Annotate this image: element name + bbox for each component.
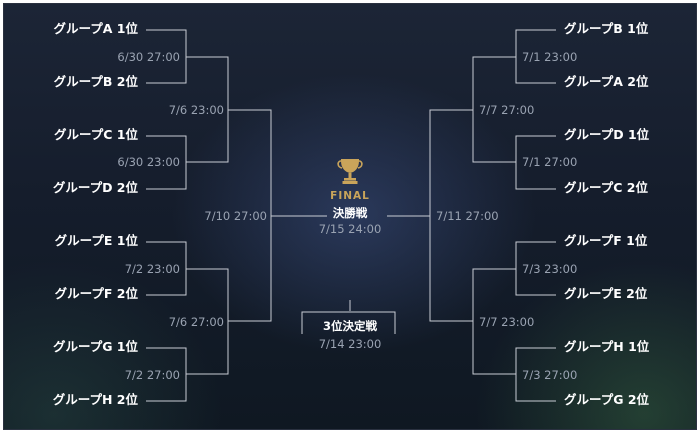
left-r16-date-3: 7/2 23:00 [124, 262, 180, 276]
left-qf-date-1: 7/6 23:00 [168, 103, 224, 117]
third-place-bracket [301, 311, 396, 334]
bracket-lines [146, 29, 556, 402]
right-r16-date-4: 7/3 27:00 [522, 368, 578, 382]
right-team-7[interactable]: グループH 1位 [564, 339, 650, 354]
left-team-8[interactable]: グループH 2位 [52, 392, 138, 407]
left-team-6[interactable]: グループF 2位 [54, 286, 138, 301]
trophy-icon [337, 159, 363, 184]
right-qf-date-1: 7/7 27:00 [479, 103, 535, 117]
left-team-2[interactable]: グループB 2位 [53, 74, 138, 89]
right-team-3[interactable]: グループD 1位 [564, 127, 650, 142]
left-team-5[interactable]: グループE 1位 [54, 233, 138, 248]
left-r16-date-2: 6/30 23:00 [117, 155, 180, 169]
right-team-8[interactable]: グループG 2位 [564, 392, 650, 407]
right-r16-date-1: 7/1 23:00 [522, 50, 578, 64]
left-sf-date: 7/10 27:00 [204, 209, 267, 223]
third-place-block[interactable]: 3位決定戦 7/14 23:00 [280, 318, 420, 351]
left-team-4[interactable]: グループD 2位 [52, 180, 138, 195]
right-team-5[interactable]: グループF 1位 [564, 233, 648, 248]
left-r16-date-1: 6/30 27:00 [117, 50, 180, 64]
left-team-1[interactable]: グループA 1位 [53, 21, 138, 36]
left-r16-date-4: 7/2 27:00 [124, 368, 180, 382]
third-place-title: 3位決定戦 [322, 319, 377, 333]
right-sf-date: 7/11 27:00 [436, 209, 499, 223]
final-block[interactable]: FINAL 決勝戦 7/15 24:00 [280, 190, 420, 236]
right-team-6[interactable]: グループE 2位 [564, 286, 648, 301]
third-place-date: 7/14 23:00 [318, 337, 382, 351]
right-qf-date-2: 7/7 23:00 [479, 315, 535, 329]
right-team-2[interactable]: グループA 2位 [564, 74, 649, 89]
bracket-panel: グループA 1位 グループB 2位 グループC 1位 グループD 2位 グループ… [3, 3, 697, 430]
right-team-4[interactable]: グループC 2位 [564, 180, 648, 195]
right-team-1[interactable]: グループB 1位 [564, 21, 649, 36]
final-date: 7/15 24:00 [318, 222, 382, 236]
final-title: 決勝戦 [332, 206, 368, 220]
right-r16-date-3: 7/3 23:00 [522, 262, 578, 276]
final-label: FINAL [330, 190, 370, 202]
right-r16-date-2: 7/1 27:00 [522, 155, 578, 169]
left-team-3[interactable]: グループC 1位 [54, 127, 138, 142]
left-qf-date-2: 7/6 27:00 [168, 315, 224, 329]
left-team-7[interactable]: グループG 1位 [52, 339, 138, 354]
